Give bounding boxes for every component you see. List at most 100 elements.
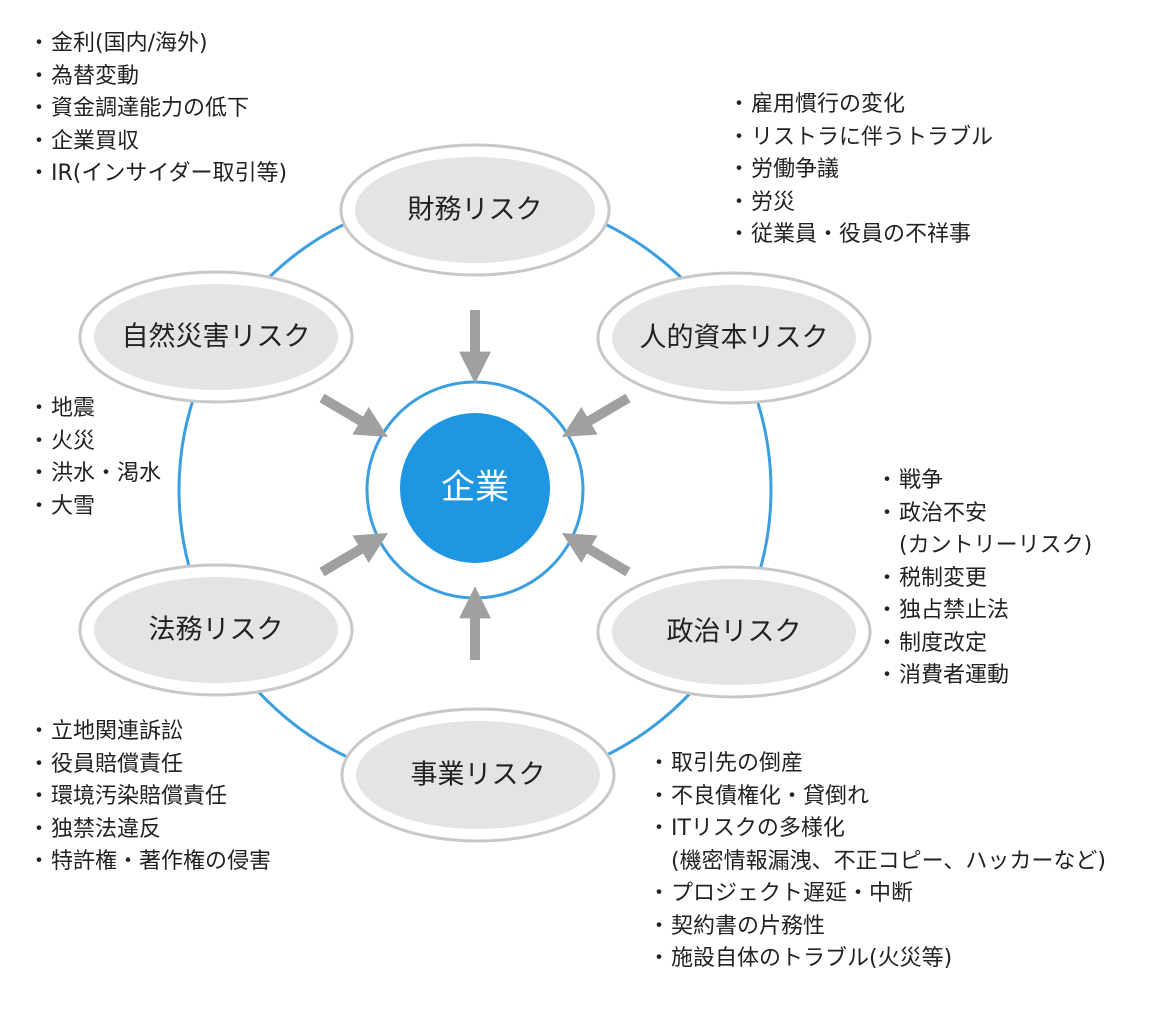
arrow-from-top-right bbox=[561, 393, 631, 438]
risk-item: ・不良債権化・貸倒れ bbox=[648, 781, 1106, 814]
risk-item-text: 為替変動 bbox=[51, 63, 140, 89]
natural-disaster-risk-items: ・地震・火災・洪水・渇水・大雪 bbox=[28, 393, 161, 523]
risk-item: ・雇用慣行の変化 bbox=[728, 89, 993, 122]
risk-item: ・取引先の倒産 bbox=[648, 748, 1106, 781]
bullet-dot: ・ bbox=[728, 124, 751, 150]
risk-item-text: 資金調達能力の低下 bbox=[51, 96, 250, 121]
risk-item-text: (カントリーリスク) bbox=[899, 533, 1093, 558]
node-human-capital: 人的資本リスク bbox=[596, 271, 872, 405]
node-business-label: 事業リスク bbox=[411, 760, 546, 791]
bullet-dot: ・ bbox=[28, 161, 51, 186]
risk-item-text: 特許権・著作権の侵害 bbox=[51, 849, 272, 874]
bullet-dot: ・ bbox=[876, 663, 899, 688]
bullet-dot: ・ bbox=[28, 849, 51, 874]
risk-item-text: IR(インサイダー取引等) bbox=[51, 161, 288, 186]
risk-item: ・税制変更 bbox=[876, 563, 1092, 596]
bullet-dot: ・ bbox=[28, 784, 51, 809]
risk-item: ・リストラに伴うトラブル bbox=[728, 122, 993, 155]
bullet-dot: ・ bbox=[648, 913, 671, 939]
bullet-dot: ・ bbox=[728, 92, 751, 117]
risk-item: ・政治不安 bbox=[876, 498, 1092, 531]
bullet-dot: ・ bbox=[28, 428, 51, 454]
bullet-dot: ・ bbox=[28, 751, 51, 777]
risk-item-text: 従業員・役員の不祥事 bbox=[751, 222, 972, 247]
risk-item-text: 環境汚染賠償責任 bbox=[51, 784, 228, 809]
risk-item: ・為替変動 bbox=[28, 61, 287, 94]
bullet-dot: ・ bbox=[876, 468, 899, 493]
legal-risk-items: ・立地関連訴訟・役員賠償責任・環境汚染賠償責任・独禁法違反・特許権・著作権の侵害 bbox=[28, 716, 271, 879]
bullet-dot: ・ bbox=[876, 630, 899, 656]
risk-item: ・地震 bbox=[28, 393, 161, 426]
node-human-capital-label: 人的資本リスク bbox=[640, 323, 829, 354]
risk-item-text: リストラに伴うトラブル bbox=[751, 124, 994, 150]
risk-item: ・戦争 bbox=[876, 465, 1092, 498]
arrow-from-bottom-left bbox=[319, 532, 389, 577]
human-capital-risk-items: ・雇用慣行の変化・リストラに伴うトラブル・労働争議・労災・従業員・役員の不祥事 bbox=[728, 89, 993, 252]
risk-item: ・労災 bbox=[728, 187, 993, 220]
risk-item: ・環境汚染賠償責任 bbox=[28, 781, 271, 814]
risk-item: ・労働争議 bbox=[728, 154, 993, 187]
risk-item-text: 地震 bbox=[51, 396, 96, 421]
bullet-dot: ・ bbox=[28, 461, 51, 486]
bullet-dot: ・ bbox=[28, 96, 51, 121]
node-political-label: 政治リスク bbox=[667, 617, 802, 648]
risk-item: ・洪水・渇水 bbox=[28, 458, 161, 491]
risk-item-text: プロジェクト遅延・中断 bbox=[671, 881, 914, 906]
node-political: 政治リスク bbox=[596, 565, 872, 699]
risk-item: ・消費者運動 bbox=[876, 660, 1092, 693]
risk-item: ・プロジェクト遅延・中断 bbox=[648, 878, 1106, 911]
risk-item: ・金利(国内/海外) bbox=[28, 28, 287, 61]
risk-item-text: 労働争議 bbox=[751, 157, 840, 182]
risk-item: ・独占禁止法 bbox=[876, 595, 1092, 628]
risk-item: ・従業員・役員の不祥事 bbox=[728, 219, 993, 252]
risk-item-text: 契約書の片務性 bbox=[671, 913, 826, 939]
node-business: 事業リスク bbox=[340, 707, 616, 843]
bullet-dot: ・ bbox=[648, 783, 671, 809]
bullet-dot: ・ bbox=[648, 816, 671, 841]
bullet-dot: ・ bbox=[728, 189, 751, 215]
risk-item-text: 雇用慣行の変化 bbox=[751, 92, 906, 117]
node-legal: 法務リスク bbox=[78, 563, 354, 697]
risk-item-text: 金利(国内/海外) bbox=[51, 31, 208, 56]
bullet-dot: ・ bbox=[28, 31, 51, 56]
risk-item-text: 取引先の倒産 bbox=[671, 751, 804, 776]
risk-item-text: (機密情報漏洩、不正コピー、ハッカーなど) bbox=[671, 848, 1106, 874]
risk-item: ・独禁法違反 bbox=[28, 814, 271, 847]
financial-risk-items: ・金利(国内/海外)・為替変動・資金調達能力の低下・企業買収・IR(インサイダー… bbox=[28, 28, 287, 191]
risk-item-text: 役員賠償責任 bbox=[51, 751, 184, 777]
risk-item: ・ITリスクの多様化 bbox=[648, 813, 1106, 846]
risk-item: ・IR(インサイダー取引等) bbox=[28, 158, 287, 191]
risk-item-text: 企業買収 bbox=[51, 128, 140, 154]
bullet-dot: ・ bbox=[28, 128, 51, 154]
risk-item: ・大雪 bbox=[28, 491, 161, 524]
risk-item: ・役員賠償責任 bbox=[28, 749, 271, 782]
risk-item: (機密情報漏洩、不正コピー、ハッカーなど) bbox=[648, 846, 1106, 879]
bullet-dot: ・ bbox=[28, 396, 51, 421]
bullet-dot: ・ bbox=[876, 598, 899, 623]
risk-item: ・企業買収 bbox=[28, 126, 287, 159]
risk-item: ・特許権・著作権の侵害 bbox=[28, 846, 271, 879]
node-financial-label: 財務リスク bbox=[408, 195, 543, 226]
risk-item: (カントリーリスク) bbox=[876, 530, 1092, 563]
risk-item-text: 独占禁止法 bbox=[899, 598, 1010, 623]
bullet-dot: ・ bbox=[648, 751, 671, 776]
arrows bbox=[319, 310, 631, 660]
risk-item: ・立地関連訴訟 bbox=[28, 716, 271, 749]
arrow-from-top-left bbox=[319, 393, 389, 438]
risk-item-text: 立地関連訴訟 bbox=[51, 719, 184, 744]
risk-item: ・施設自体のトラブル(火災等) bbox=[648, 943, 1106, 976]
node-financial: 財務リスク bbox=[339, 143, 611, 277]
bullet-dot: ・ bbox=[648, 881, 671, 906]
bullet-dot: ・ bbox=[728, 157, 751, 182]
risk-item-text: 大雪 bbox=[51, 493, 96, 519]
risk-item-text: 火災 bbox=[51, 428, 96, 454]
risk-item: ・契約書の片務性 bbox=[648, 911, 1106, 944]
bullet-dot: ・ bbox=[28, 719, 51, 744]
risk-item: ・火災 bbox=[28, 426, 161, 459]
risk-item-text: 税制変更 bbox=[899, 565, 988, 591]
node-legal-label: 法務リスク bbox=[149, 615, 284, 646]
risk-item-text: 労災 bbox=[751, 189, 796, 215]
risk-item-text: 政治不安 bbox=[899, 500, 988, 526]
center-label: 企業 bbox=[441, 468, 509, 508]
bullet-dot: ・ bbox=[876, 500, 899, 526]
